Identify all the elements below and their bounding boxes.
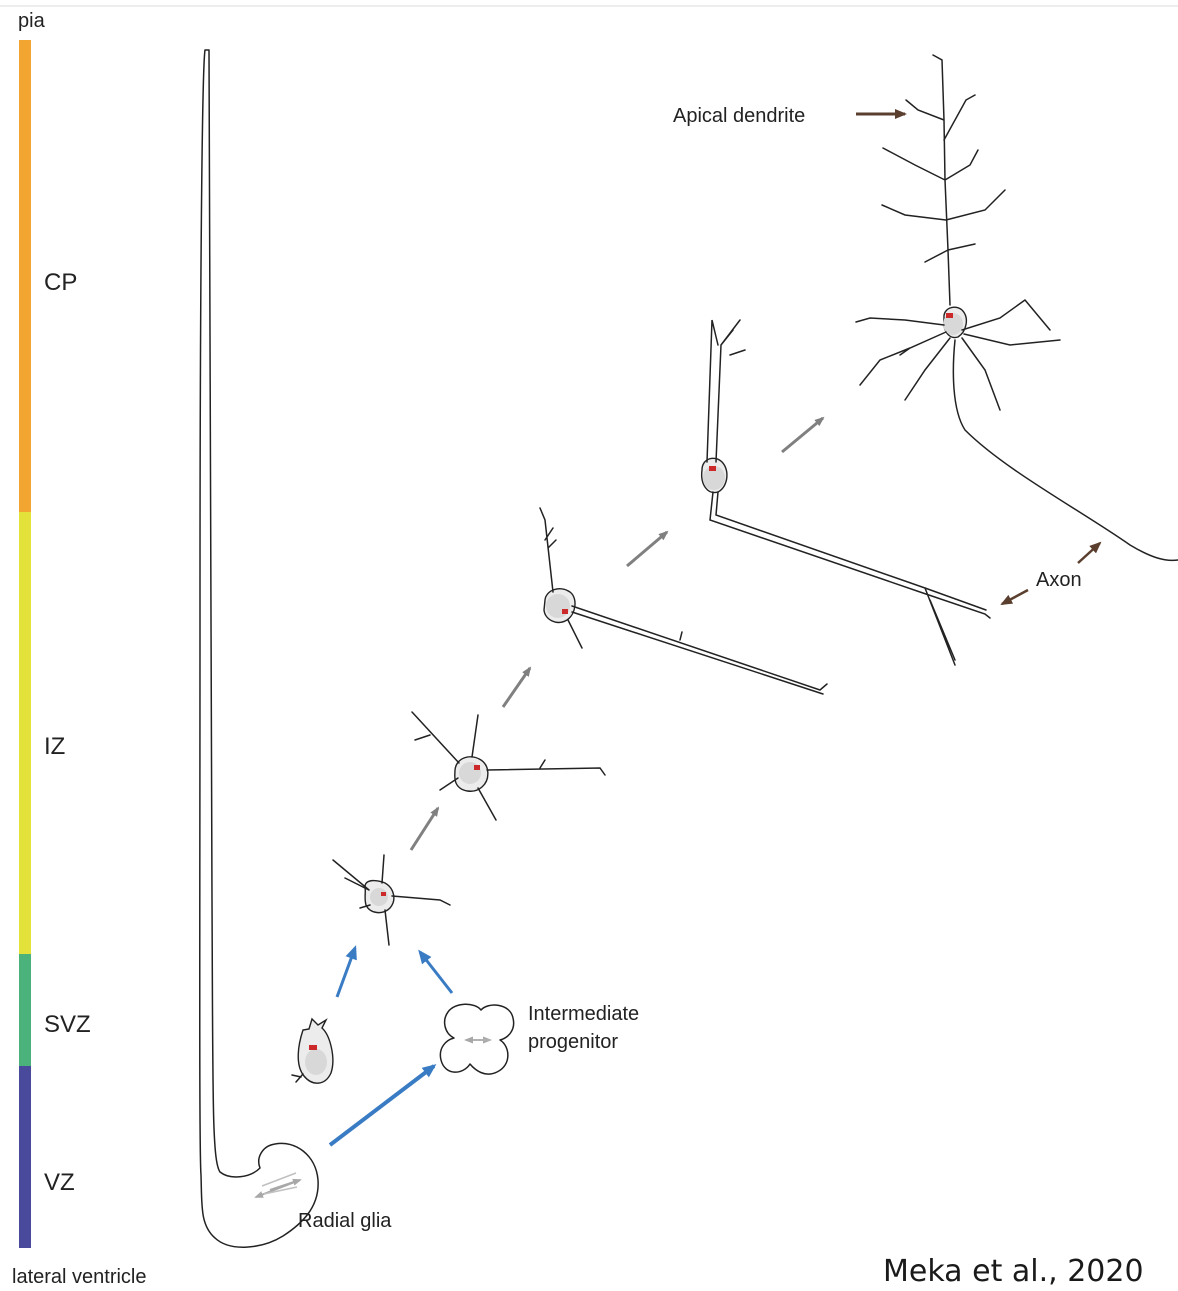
- migration-arrow-3: [626, 530, 669, 568]
- polarizing-neuron: [701, 319, 991, 666]
- zone-vz-label: VZ: [44, 1169, 75, 1196]
- migration-arrow-1: [409, 806, 440, 851]
- lateral-ventricle-label: lateral ventricle: [12, 1266, 147, 1288]
- apical-dendrite-label: Apical dendrite: [673, 105, 805, 127]
- zone-svz-label: SVZ: [44, 1011, 91, 1038]
- zone-iz-segment: [19, 512, 31, 954]
- migration-arrow-2: [501, 666, 532, 708]
- radial-glia-cell: [199, 49, 319, 1248]
- zone-iz-label: IZ: [44, 733, 65, 760]
- zone-vz-segment: [19, 1066, 31, 1248]
- pyramidal-neuron: [855, 54, 1178, 562]
- radial-glia-to-progenitor-arrow: [328, 1064, 437, 1147]
- progenitor-to-multipolar-arrow: [418, 949, 454, 994]
- newborn-neuron-to-multipolar-arrow: [335, 945, 357, 998]
- axon-arrow-left: [1000, 588, 1029, 606]
- zone-cp-segment: [19, 40, 31, 512]
- apical-dendrite-tree: [881, 54, 1006, 306]
- zone-svz-segment: [19, 954, 31, 1066]
- pia-label: pia: [18, 10, 46, 32]
- newborn-neuron: [291, 1017, 334, 1084]
- basal-dendrites: [855, 299, 1061, 411]
- radial-glia-label: Radial glia: [298, 1210, 392, 1232]
- multipolar-neuron-early: [332, 854, 451, 946]
- axon-arrow-right: [1077, 541, 1102, 564]
- bipolar-neuron: [539, 507, 828, 695]
- intermediate-progenitor-label-line2: progenitor: [528, 1031, 618, 1053]
- citation-text: Meka et al., 2020: [883, 1254, 1144, 1289]
- migration-arrow-4: [781, 416, 825, 454]
- newborn-centrosome: [309, 1045, 317, 1050]
- intermediate-progenitor-cell: [439, 1003, 515, 1075]
- cortical-zone-bar: [19, 40, 31, 1248]
- multipolar-neuron-late: [411, 711, 606, 821]
- radial-glia-division-arrow-2: [254, 1179, 301, 1198]
- mature-axon: [952, 339, 1178, 562]
- radial-glia-fiber: [199, 49, 319, 1248]
- intermediate-progenitor-label-line1: Intermediate: [528, 1003, 639, 1025]
- zone-cp-label: CP: [44, 269, 77, 296]
- axon-label: Axon: [1036, 569, 1082, 591]
